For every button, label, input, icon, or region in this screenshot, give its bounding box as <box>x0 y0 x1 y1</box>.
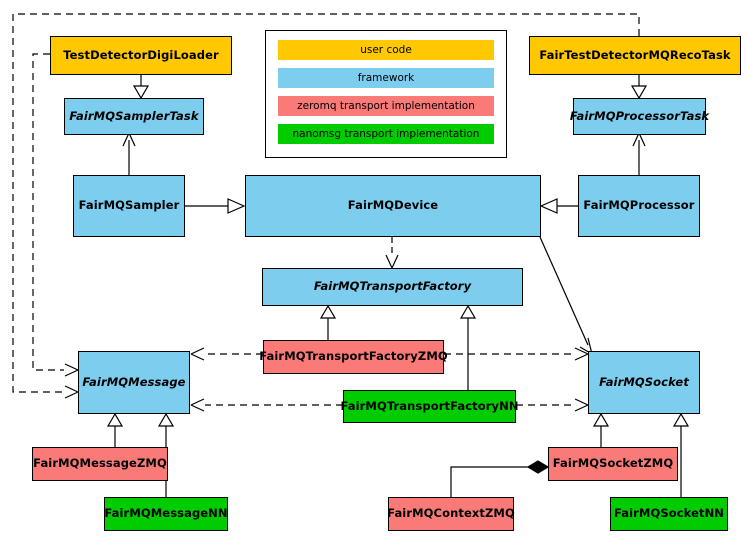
generalization-arrowhead <box>459 304 477 319</box>
legend-label: nanomsg transport implementation <box>292 128 480 140</box>
legend-item-user-code: user code <box>278 40 494 60</box>
node-test-detector-digi-loader[interactable]: TestDetectorDigiLoader <box>50 36 232 75</box>
node-label: FairMQProcessor <box>583 198 695 213</box>
node-fair-mq-transport-factory-nn[interactable]: FairMQTransportFactoryNN <box>340 390 519 423</box>
generalization-arrowhead <box>157 412 175 427</box>
generalization-arrowhead <box>227 198 246 214</box>
generalization-arrowhead <box>630 85 648 100</box>
generalization-arrowhead <box>592 412 610 427</box>
dependency-arrowhead <box>64 363 79 377</box>
dependency-arrowhead <box>385 254 399 269</box>
node-fair-mq-socket-zmq[interactable]: FairMQSocketZMQ <box>548 447 678 481</box>
dependency-arrowhead <box>190 347 205 361</box>
node-fair-mq-processor[interactable]: FairMQProcessor <box>578 175 700 237</box>
generalization-arrowhead <box>106 412 124 427</box>
generalization-arrowhead <box>539 198 558 214</box>
node-fair-mq-socket[interactable]: FairMQSocket <box>588 351 700 414</box>
node-label: FairMQTransportFactory <box>313 279 472 294</box>
legend-label: user code <box>360 44 412 56</box>
generalization-arrowhead <box>132 85 150 100</box>
legend-label: framework <box>357 72 415 84</box>
node-label: FairMQTransportFactoryNN <box>340 398 519 413</box>
node-label: FairTestDetectorMQRecoTask <box>539 47 731 62</box>
legend-item-zeromq: zeromq transport implementation <box>278 96 494 116</box>
node-label: FairMQSampler <box>78 198 180 213</box>
generalization-arrowhead <box>319 304 337 319</box>
legend-box: user code framework zeromq transport imp… <box>265 30 507 158</box>
node-label: FairMQSocketZMQ <box>552 456 674 471</box>
node-fair-mq-transport-factory-zmq[interactable]: FairMQTransportFactoryZMQ <box>259 340 448 374</box>
dependency-arrowhead <box>574 398 589 412</box>
node-label: TestDetectorDigiLoader <box>63 47 219 62</box>
node-fair-mq-processor-task[interactable]: FairMQProcessorTask <box>569 98 710 135</box>
node-fair-mq-context-zmq[interactable]: FairMQContextZMQ <box>387 497 515 531</box>
legend-item-nanomsg: nanomsg transport implementation <box>278 124 494 144</box>
node-label: FairMQMessage <box>82 374 186 389</box>
association-arrowhead <box>122 132 136 147</box>
legend-label: zeromq transport implementation <box>297 100 475 112</box>
node-fair-mq-transport-factory[interactable]: FairMQTransportFactory <box>262 268 523 306</box>
node-fair-mq-message[interactable]: FairMQMessage <box>78 351 190 414</box>
node-label: FairMQDevice <box>347 198 439 213</box>
node-label: FairMQTransportFactoryZMQ <box>259 349 448 364</box>
dependency-arrowhead <box>64 385 79 399</box>
node-fair-mq-device[interactable]: FairMQDevice <box>245 175 541 237</box>
dependency-arrowhead <box>574 347 589 361</box>
node-fair-test-detector-mq-reco-task[interactable]: FairTestDetectorMQRecoTask <box>529 36 741 75</box>
node-fair-mq-socket-nn[interactable]: FairMQSocketNN <box>610 497 728 531</box>
node-label: FairMQMessageNN <box>104 506 228 521</box>
legend-item-framework: framework <box>278 68 494 88</box>
node-label: FairMQSocketNN <box>613 506 725 521</box>
node-label: FairMQContextZMQ <box>387 506 515 521</box>
node-label: FairMQSamplerTask <box>69 108 199 123</box>
node-label: FairMQProcessorTask <box>569 108 710 123</box>
node-label: FairMQMessageZMQ <box>33 456 167 471</box>
node-label: FairMQSocket <box>599 374 689 389</box>
composition-diamond <box>526 460 550 474</box>
dependency-arrowhead <box>190 398 205 412</box>
node-fair-mq-sampler[interactable]: FairMQSampler <box>73 175 185 237</box>
association-arrowhead <box>632 132 646 147</box>
node-fair-mq-sampler-task[interactable]: FairMQSamplerTask <box>64 98 204 135</box>
generalization-arrowhead <box>672 412 690 427</box>
node-fair-mq-message-zmq[interactable]: FairMQMessageZMQ <box>32 447 168 481</box>
node-fair-mq-message-nn[interactable]: FairMQMessageNN <box>104 497 228 531</box>
